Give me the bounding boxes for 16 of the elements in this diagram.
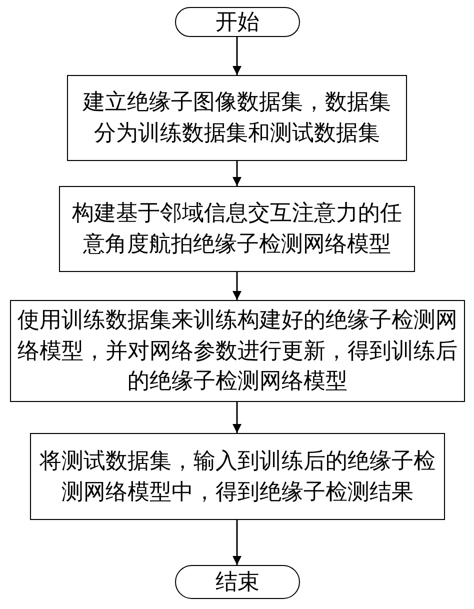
node-text: 构建基于邻域信息交互注意力的任意角度航拍绝缘子检测网络模型	[71, 199, 403, 258]
arrow	[232, 272, 242, 300]
node-text: 建立绝缘子图像数据集，数据集分为训练数据集和测试数据集	[82, 88, 392, 147]
node-text: 开始	[216, 8, 260, 36]
arrow	[232, 37, 242, 75]
node-text: 结束	[216, 568, 260, 596]
arrow	[232, 520, 242, 565]
process-box	[30, 433, 445, 520]
terminal-box	[175, 565, 300, 599]
node-text: 使用训练数据集来训练构建好的绝缘子检测网络模型，并对网络参数进行更新，得到训练后的绝缘子检测网络模型	[17, 306, 458, 396]
arrow	[232, 161, 242, 186]
node-text: 将测试数据集，输入到训练后的绝缘子检测网络模型中，得到绝缘子检测结果	[38, 446, 436, 506]
process-box	[59, 186, 415, 272]
terminal-box	[175, 7, 300, 37]
arrow	[232, 402, 242, 433]
process-box	[67, 75, 407, 161]
